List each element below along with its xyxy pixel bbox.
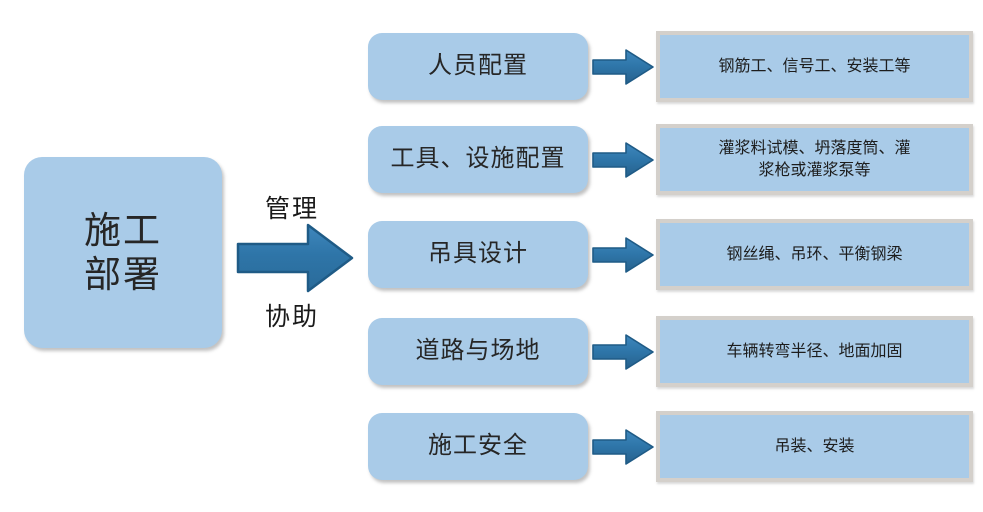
detail-node-5-label: 吊装、安装: [774, 436, 854, 458]
main-flow-arrow-icon: [236, 222, 354, 294]
row-arrow-icon-3: [592, 236, 654, 274]
category-node-2[interactable]: 工具、设施配置: [368, 126, 588, 193]
category-node-1-label: 人员配置: [428, 52, 528, 80]
root-node-construction-deployment[interactable]: 施工 部署: [24, 157, 222, 348]
detail-node-4-line-1: 车辆转弯半径、地面加固: [726, 342, 903, 360]
row-arrow-icon-4: [592, 333, 654, 371]
root-node-label: 施工 部署: [84, 209, 162, 296]
detail-node-1-line-1: 钢筋工、信号工、安装工等: [718, 57, 911, 75]
row-arrow-icon-5: [592, 428, 654, 466]
detail-node-2-line-1: 灌浆料试模、坍落度筒、灌: [718, 139, 911, 157]
detail-node-2-line-2: 浆枪或灌浆泵等: [758, 161, 871, 179]
edge-label-assist: 协助: [264, 303, 319, 331]
category-node-2-label: 工具、设施配置: [390, 145, 566, 173]
detail-node-1[interactable]: 钢筋工、信号工、安装工等: [656, 31, 973, 102]
category-node-4[interactable]: 道路与场地: [368, 318, 588, 385]
detail-node-3-line-1: 钢丝绳、吊环、平衡钢梁: [726, 245, 903, 263]
detail-node-3-label: 钢丝绳、吊环、平衡钢梁: [726, 244, 902, 266]
detail-node-5-line-1: 吊装、安装: [774, 437, 855, 455]
row-arrow-icon-2: [592, 141, 654, 179]
detail-node-3[interactable]: 钢丝绳、吊环、平衡钢梁: [656, 219, 973, 290]
category-node-5[interactable]: 施工安全: [368, 413, 588, 480]
root-node-line-2: 部署: [84, 253, 162, 295]
category-node-5-label: 施工安全: [428, 432, 528, 460]
category-node-3[interactable]: 吊具设计: [368, 221, 588, 288]
detail-node-2-label: 灌浆料试模、坍落度筒、灌 浆枪或灌浆泵等: [718, 138, 910, 181]
detail-node-4-label: 车辆转弯半径、地面加固: [726, 341, 902, 363]
edge-label-manage: 管理: [264, 195, 319, 223]
category-node-4-label: 道路与场地: [415, 337, 541, 365]
detail-node-4[interactable]: 车辆转弯半径、地面加固: [656, 316, 973, 387]
category-node-3-label: 吊具设计: [428, 240, 528, 268]
category-node-1[interactable]: 人员配置: [368, 33, 588, 100]
row-arrow-icon-1: [592, 48, 654, 86]
root-node-line-1: 施工: [84, 209, 162, 251]
detail-node-2[interactable]: 灌浆料试模、坍落度筒、灌 浆枪或灌浆泵等: [656, 124, 973, 195]
detail-node-5[interactable]: 吊装、安装: [656, 411, 973, 482]
detail-node-1-label: 钢筋工、信号工、安装工等: [718, 56, 910, 78]
